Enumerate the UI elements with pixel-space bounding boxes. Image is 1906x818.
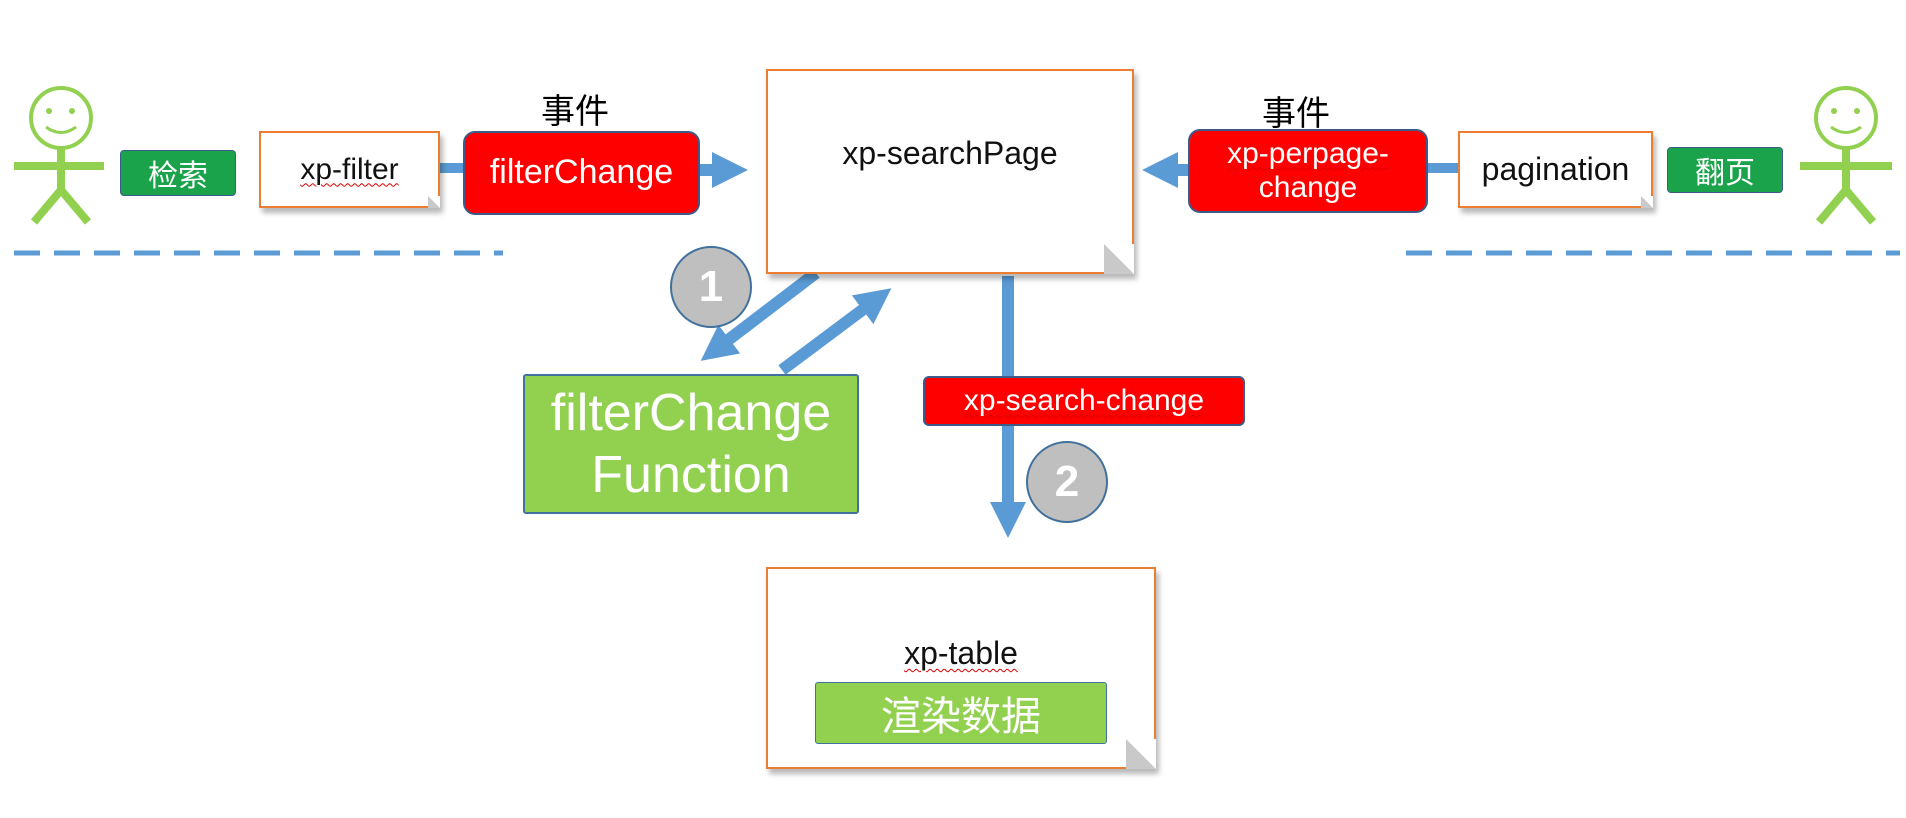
xp-filter-text: xp-filter: [300, 152, 399, 186]
xp-table-component: xp-table 渲染数据: [766, 567, 1156, 769]
arrow-searchpage-to-function: [700, 268, 820, 361]
event-label-left: 事件: [541, 93, 609, 131]
perpage-change-line2: change: [1258, 171, 1358, 204]
user-right-icon: [1800, 86, 1892, 225]
pagination-label: pagination: [1481, 151, 1630, 187]
search-actor-tag: 检索: [120, 150, 236, 196]
xp-searchpage-label: xp-searchPage: [842, 135, 1058, 171]
render-data-box: 渲染数据: [815, 682, 1107, 744]
user-left-icon: [14, 86, 104, 225]
search-change-label: xp-search-change: [963, 383, 1205, 417]
step-badge-1: 1: [670, 246, 752, 328]
filter-change-event: filterChange: [463, 131, 700, 215]
xp-table-label: xp-table: [904, 635, 1018, 671]
function-line2: Function: [591, 446, 791, 504]
xp-searchpage-component: xp-searchPage: [766, 69, 1134, 274]
page-fold-corner: [1126, 739, 1156, 769]
pagination-component: pagination: [1458, 131, 1653, 208]
function-line1: filterChange: [550, 383, 832, 442]
xp-filter-component: xp-filter: [259, 131, 440, 208]
event-label-right: 事件: [1262, 95, 1330, 133]
perpage-change-event: xp-perpage- change: [1188, 129, 1428, 213]
filterchange-function-box: filterChange Function: [523, 374, 859, 514]
step-badge-2: 2: [1026, 441, 1108, 523]
perpage-change-line1: xp-perpage-: [1227, 136, 1389, 170]
arrow-function-to-searchpage: [778, 288, 892, 375]
paginate-actor-tag: 翻页: [1667, 147, 1783, 193]
page-fold-corner: [428, 196, 440, 208]
page-fold-corner: [1104, 244, 1134, 274]
search-change-event: xp-search-change: [923, 376, 1245, 426]
xp-filter-label: xp-filter: [300, 153, 398, 187]
page-fold-corner: [1641, 196, 1653, 208]
